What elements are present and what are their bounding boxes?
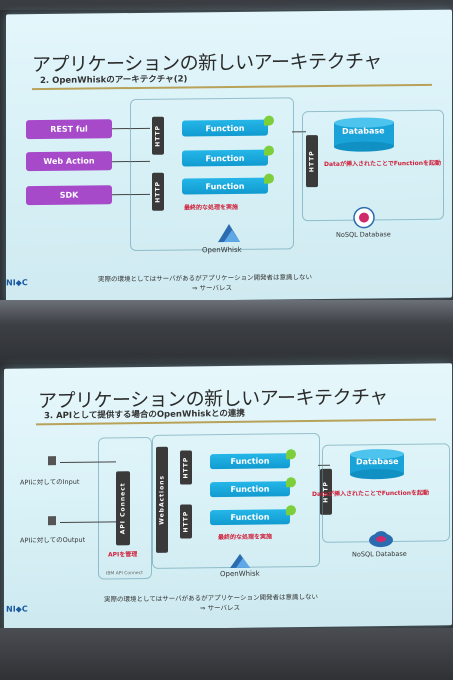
http-label: HTTP <box>152 116 164 155</box>
footer-line2: ⇒ サーバレス <box>192 283 232 293</box>
input-device-icon <box>48 456 56 466</box>
projected-slide-2: アプリケーションの新しいアーキテクチャ 3. APIとして提供する場合のOpen… <box>4 363 452 631</box>
webactions-label: WebActions <box>156 446 168 553</box>
function-box: Function <box>210 481 290 498</box>
function-box: Function <box>182 119 268 137</box>
input-label: APIに対してのInput <box>20 477 80 487</box>
slide-title: アプリケーションの新しいアーキテクチャ <box>32 50 382 77</box>
openwhisk-logo-icon <box>230 553 250 568</box>
nosql-cloud-icon <box>353 206 375 229</box>
slide-subtitle: 3. APIとして提供する場合のOpenWhiskとの連携 <box>44 408 245 422</box>
output-label: APIに対してのOutput <box>20 535 86 545</box>
openwhisk-logo-icon <box>218 224 240 243</box>
function-box: Function <box>182 149 268 167</box>
http-label: HTTP <box>152 172 164 211</box>
projected-slide-1: アプリケーションの新しいアーキテクチャ 2. OpenWhiskのアーキテクチャ… <box>6 9 452 303</box>
http-label: HTTP <box>180 504 192 539</box>
db-trigger-note: Dataが挿入されたことでFunctionを起動 <box>324 159 441 169</box>
api-connect-label: API Connect <box>116 471 130 546</box>
openwhisk-label: OpenWhisk <box>202 245 242 255</box>
openwhisk-label: OpenWhisk <box>220 569 260 579</box>
footer-line2: ⇒ サーバレス <box>200 603 240 613</box>
company-logo: NI◆C <box>6 278 28 288</box>
company-logo: NI◆C <box>6 604 28 614</box>
database-cylinder-icon <box>350 449 404 480</box>
database-label: Database <box>342 126 385 136</box>
function-badge-icon <box>286 449 296 460</box>
database-label: Database <box>356 456 399 467</box>
function-badge-icon <box>286 505 296 516</box>
nosql-label: NoSQL Database <box>352 549 407 559</box>
function-box: Function <box>210 509 290 526</box>
function-badge-icon <box>264 145 274 156</box>
client-sdk: SDK <box>26 185 112 206</box>
nosql-label: NoSQL Database <box>336 230 391 239</box>
api-manage-note: APIを管理 <box>108 551 138 559</box>
client-restful: REST ful <box>26 119 112 140</box>
db-trigger-note: Dataが挿入されたことでFunctionを起動 <box>312 489 429 498</box>
final-process-note: 最終的な処理を実施 <box>184 203 239 212</box>
database-cylinder-icon <box>334 117 394 152</box>
room-ceiling <box>0 0 453 10</box>
http-label: HTTP <box>180 450 192 485</box>
function-badge-icon <box>264 115 274 126</box>
function-badge-icon <box>286 477 296 488</box>
nosql-cloud-icon <box>369 531 393 548</box>
slide-subtitle: 2. OpenWhiskのアーキテクチャ(2) <box>40 74 188 86</box>
final-process-note: 最終的な処理を実施 <box>218 533 273 542</box>
api-connect-logo: IBM API Connect <box>106 571 143 577</box>
room-floor <box>0 628 453 680</box>
room-ceiling-gap <box>0 300 453 362</box>
function-badge-icon <box>264 173 274 184</box>
client-web-action: Web Action <box>26 151 112 172</box>
output-device-icon <box>48 516 56 526</box>
function-box: Function <box>182 177 268 195</box>
function-box: Function <box>210 453 290 470</box>
